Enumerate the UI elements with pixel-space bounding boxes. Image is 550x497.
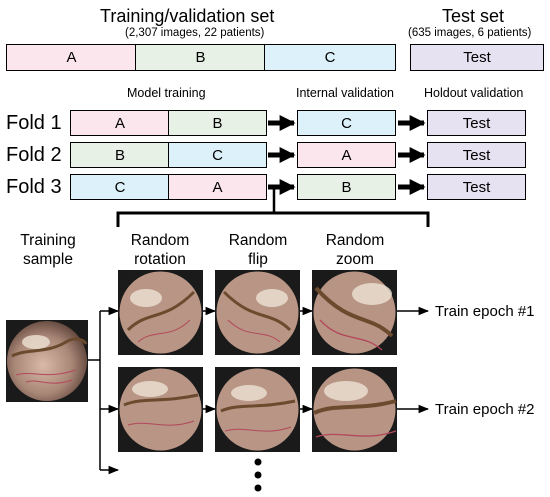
fold-3-validation-label: B [341,178,352,196]
random-zoom-label: Random zoom [312,231,398,269]
fold-1-train-1-label: A [114,114,125,132]
fold-2-test-label: Test [462,146,491,164]
zoom-image-1 [312,270,397,355]
segment-c: C [264,44,396,71]
fold-3-train-1: C [70,174,170,200]
fold-2-train-1-label: B [114,146,125,164]
segment-a-label: A [66,49,77,66]
fold-1-validation-label: C [341,114,352,132]
random-rotation-label: Random rotation [117,231,203,269]
training-sample-image [6,320,88,402]
zoom-image-2 [312,367,397,452]
fold-3-train-2: A [168,174,267,200]
segment-b-label: B [195,49,206,66]
ellipsis-dot-3 [254,484,262,492]
segment-test: Test [410,44,544,71]
fold-3-train-2-label: A [212,178,223,196]
train-epoch-1-label: Train epoch #1 [435,303,535,320]
random-flip-label: Random flip [215,231,301,269]
fold-3-train-1-label: C [114,178,126,196]
test-set-subtitle: (635 images, 6 patients) [408,27,532,39]
fold-3-test: Test [427,174,526,200]
ellipsis-dot-2 [254,471,262,479]
fold-2-test: Test [427,142,526,168]
fold-2-train-2: C [168,142,267,168]
fold-1-train-2: B [168,110,267,136]
training-sample-text: Training sample [20,232,76,268]
flip-image-2 [215,367,300,452]
train-epoch-2-label: Train epoch #2 [435,401,535,418]
fold-2-label: Fold 2 [6,144,62,166]
fold-1-validation: C [297,110,396,136]
fold-3-test-label: Test [462,178,491,196]
fold-1-train-1: A [70,110,170,136]
holdout-validation-label: Holdout validation [424,86,524,100]
training-validation-subtitle: (2,307 images, 22 patients) [125,27,265,39]
segment-b: B [135,44,266,71]
random-zoom-text: Random zoom [325,232,385,268]
fold-1-train-2-label: B [212,114,223,132]
segment-test-label: Test [463,49,491,66]
fold-3-label: Fold 3 [6,176,62,198]
fold-1-test: Test [427,110,526,136]
test-set-title: Test set [442,6,505,26]
model-training-label: Model training [127,86,206,100]
training-sample-label: Training sample [8,231,88,269]
fold-2-train-1: B [70,142,170,168]
augmentation-bracket [116,211,430,227]
rotation-image-2 [118,367,203,452]
fold-2-train-2-label: C [212,146,223,164]
internal-validation-label: Internal validation [296,86,394,100]
fold-3-validation: B [297,174,396,200]
random-rotation-text: Random rotation [130,232,190,268]
fold-1-label: Fold 1 [6,112,62,134]
flip-image-1 [215,270,300,355]
fold-1-test-label: Test [462,114,491,132]
rotation-image-1 [118,270,203,355]
training-validation-title: Training/validation set [100,6,275,26]
random-flip-text: Random flip [228,232,288,268]
fold-2-validation-label: A [341,146,352,164]
segment-c-label: C [324,49,336,66]
fold-2-validation: A [297,142,396,168]
ellipsis-dot-1 [254,458,262,466]
